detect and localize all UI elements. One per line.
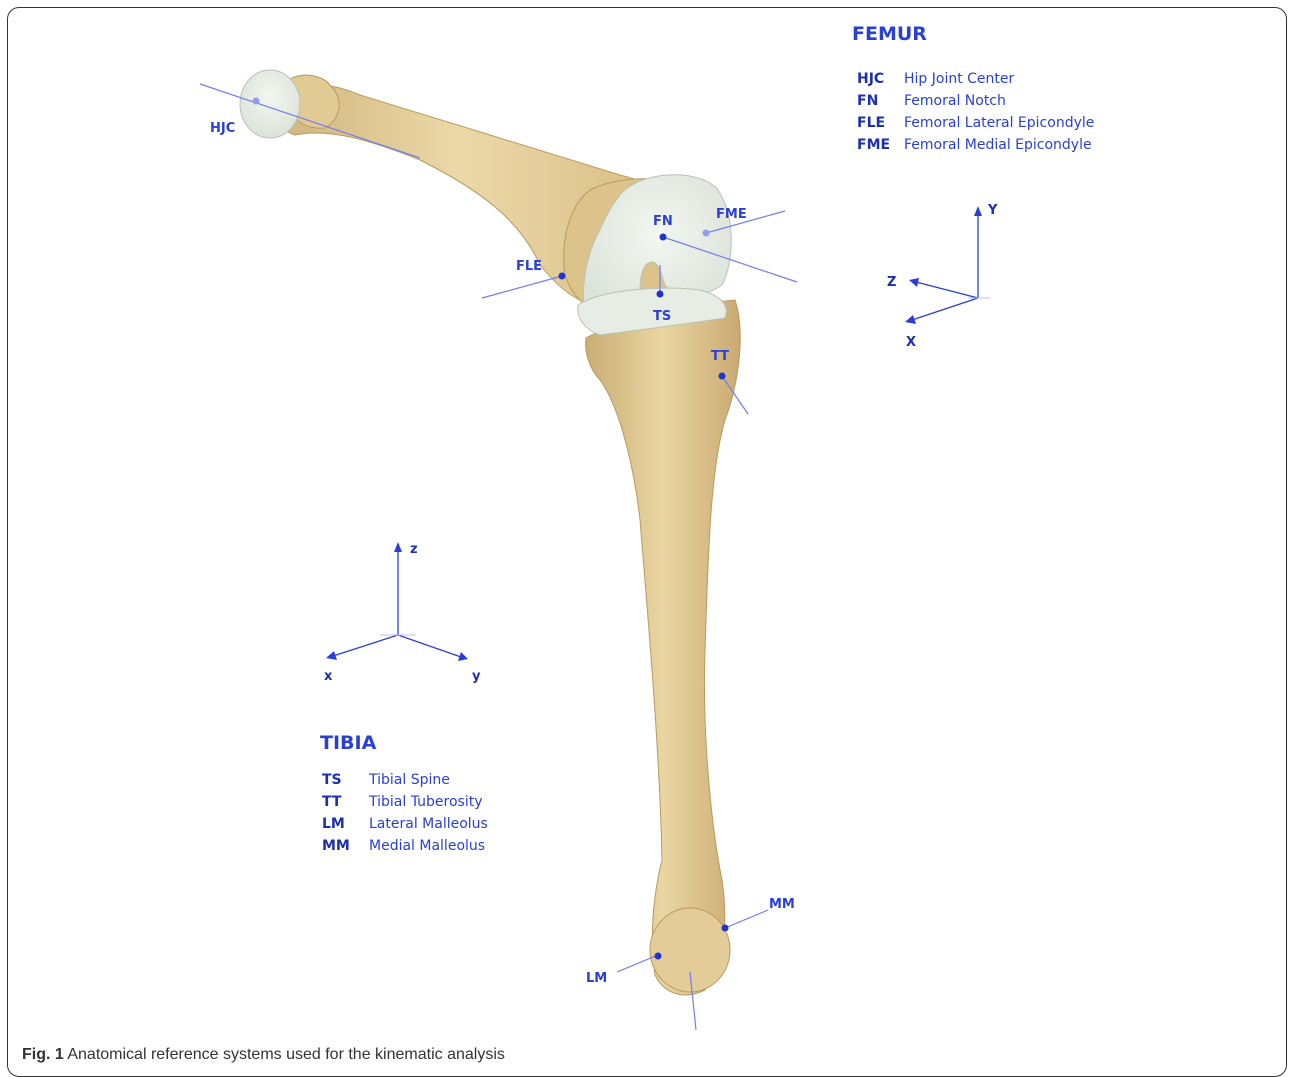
femoral-head [240, 70, 300, 138]
caption-text: Anatomical reference systems used for th… [64, 1046, 505, 1063]
femur-legend: FEMUR HJC Hip Joint Center FN Femoral No… [852, 23, 1094, 153]
tibia-legend-name: Lateral Malleolus [369, 816, 488, 832]
label-tt: TT [711, 349, 729, 364]
tibia-legend-name: Tibial Spine [368, 772, 450, 788]
femur-legend-name: Femoral Notch [904, 93, 1006, 109]
tibia-legend-abbr: TT [322, 794, 342, 810]
mm-dot [722, 925, 729, 932]
tibia-legend: TIBIA TS Tibial Spine TT Tibial Tuberosi… [320, 732, 488, 854]
lm-dot [655, 953, 662, 960]
femur-legend-name: Femoral Lateral Epicondyle [904, 115, 1094, 131]
femur-axis-z-label: Z [887, 275, 896, 290]
tibia-axis-y-label: y [472, 669, 481, 684]
femur-legend-abbr: HJC [857, 71, 884, 87]
tibia-axes [326, 542, 468, 661]
femur-legend-abbr: FME [857, 137, 890, 153]
femur-legend-abbr: FN [857, 93, 878, 109]
femur-legend-abbr: FLE [857, 115, 885, 131]
tt-dot [719, 373, 726, 380]
hjc-dot [253, 98, 260, 105]
fn-dot [660, 234, 667, 241]
label-fme: FME [716, 207, 747, 222]
tibia-legend-abbr: TS [322, 772, 342, 788]
femur-legend-name: Femoral Medial Epicondyle [904, 137, 1092, 153]
tibia-axis-z-label: z [410, 542, 418, 557]
tibia-legend-abbr: MM [322, 838, 350, 854]
femur-axis-y-label: Y [987, 203, 998, 218]
tibia-legend-abbr: LM [322, 816, 345, 832]
femur-axis-x-label: X [906, 335, 916, 350]
label-ts: TS [653, 309, 671, 324]
label-fn: FN [653, 214, 673, 229]
fle-dot [559, 273, 566, 280]
tibia-bone [578, 288, 740, 995]
label-mm: MM [769, 897, 795, 912]
tibia-legend-title: TIBIA [320, 732, 377, 754]
femur-axes [905, 206, 990, 324]
femur-legend-name: Hip Joint Center [904, 71, 1015, 87]
caption-label: Fig. 1 [22, 1046, 64, 1063]
figure-caption: Fig. 1 Anatomical reference systems used… [22, 1046, 505, 1064]
femur-legend-title: FEMUR [852, 23, 927, 45]
ts-dot [657, 291, 664, 298]
tibia-axis-x-label: x [324, 669, 333, 684]
label-hjc: HJC [210, 121, 235, 136]
tibia-legend-name: Tibial Tuberosity [368, 794, 482, 810]
tibia-legend-name: Medial Malleolus [369, 838, 485, 854]
label-fle: FLE [516, 259, 542, 274]
fme-dot [703, 230, 710, 237]
label-lm: LM [586, 971, 607, 986]
